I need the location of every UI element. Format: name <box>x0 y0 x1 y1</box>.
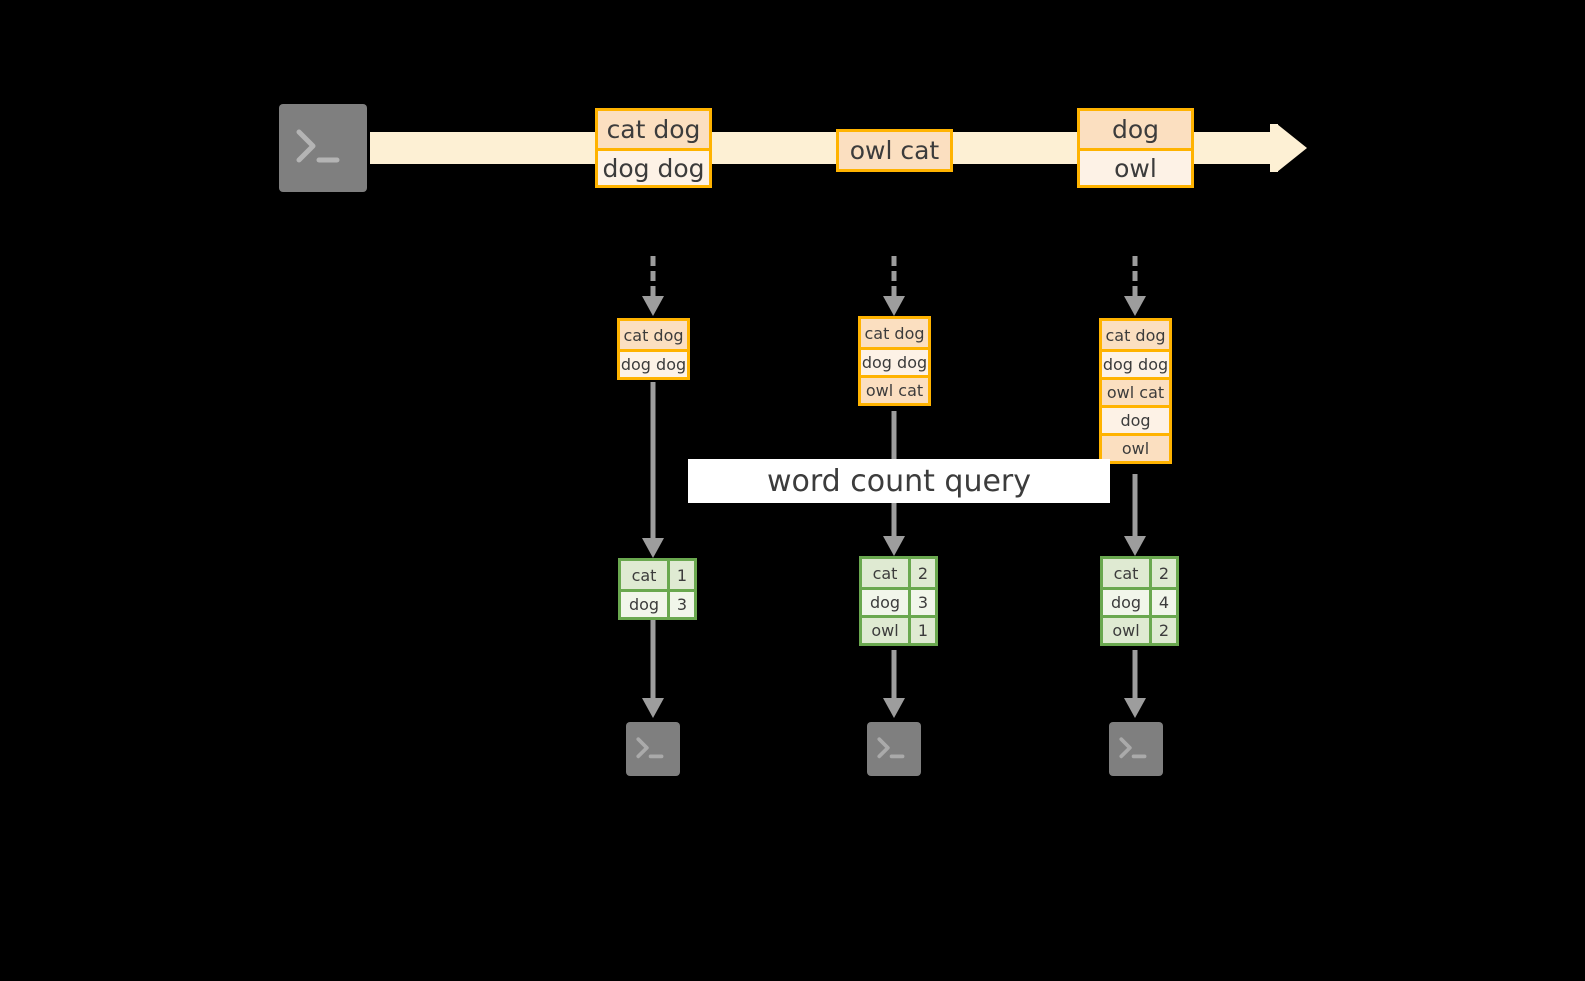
terminal-prompt-icon <box>1109 722 1163 776</box>
result-count: 2 <box>1149 618 1176 643</box>
result-row: cat 2 <box>862 559 935 587</box>
result-count: 3 <box>667 592 694 617</box>
result-table-3: cat 2 dog 4 owl 2 <box>1100 556 1179 646</box>
snapshot-row: dog dog <box>1102 349 1169 377</box>
stream-event-group-3: dog owl <box>1077 108 1194 188</box>
snapshot-row: cat dog <box>1102 321 1169 349</box>
snapshot-row: owl cat <box>1102 377 1169 405</box>
result-row: cat 2 <box>1103 559 1176 587</box>
result-word: cat <box>862 559 908 587</box>
result-word: dog <box>1103 590 1149 615</box>
source-terminal-icon <box>271 96 375 200</box>
snapshot-table-2: cat dog dog dog owl cat <box>858 316 931 406</box>
stream-event-line: cat dog <box>598 111 709 148</box>
result-to-sink-arrow-2 <box>881 650 907 718</box>
stream-event-group-2: owl cat <box>836 129 953 172</box>
snapshot-row: dog <box>1102 405 1169 433</box>
snapshot-row: owl <box>1102 433 1169 461</box>
result-count: 3 <box>908 590 935 615</box>
result-word: owl <box>1103 618 1149 643</box>
result-row: owl 2 <box>1103 615 1176 643</box>
result-word: cat <box>621 561 667 589</box>
result-row: dog 3 <box>862 587 935 615</box>
result-row: owl 1 <box>862 615 935 643</box>
result-word: dog <box>621 592 667 617</box>
snapshot-row: owl cat <box>861 375 928 403</box>
snapshot-table-3: cat dog dog dog owl cat dog owl <box>1099 318 1172 464</box>
result-word: owl <box>862 618 908 643</box>
snapshot-row: dog dog <box>620 349 687 377</box>
sink-terminal-2 <box>861 716 927 782</box>
stream-to-snapshot-arrow-2 <box>881 256 907 318</box>
result-count: 2 <box>908 559 935 587</box>
sink-terminal-3 <box>1103 716 1169 782</box>
stream-to-snapshot-arrow-3 <box>1122 256 1148 318</box>
snapshot-row: cat dog <box>620 321 687 349</box>
stream-arrow-shoulder <box>1270 124 1278 172</box>
stream-event-line: dog dog <box>598 148 709 185</box>
stream-event-line: owl cat <box>839 132 950 169</box>
result-table-1: cat 1 dog 3 <box>618 558 697 620</box>
stream-event-line: dog <box>1080 111 1191 148</box>
result-count: 1 <box>667 561 694 589</box>
result-to-sink-arrow-1 <box>640 620 666 718</box>
result-count: 1 <box>908 618 935 643</box>
result-count: 2 <box>1149 559 1176 587</box>
terminal-prompt-icon <box>867 722 921 776</box>
sink-terminal-1 <box>620 716 686 782</box>
snapshot-table-1: cat dog dog dog <box>617 318 690 380</box>
result-word: cat <box>1103 559 1149 587</box>
result-to-sink-arrow-3 <box>1122 650 1148 718</box>
stream-to-snapshot-arrow-1 <box>640 256 666 318</box>
query-label: word count query <box>688 459 1110 503</box>
snapshot-row: dog dog <box>861 347 928 375</box>
snapshot-row: cat dog <box>861 319 928 347</box>
snapshot-to-result-arrow-3 <box>1122 474 1148 556</box>
right-arrow-icon <box>1277 124 1307 172</box>
result-row: dog 3 <box>621 589 694 617</box>
snapshot-to-result-arrow-1 <box>640 382 666 558</box>
result-word: dog <box>862 590 908 615</box>
stream-event-group-1: cat dog dog dog <box>595 108 712 188</box>
result-count: 4 <box>1149 590 1176 615</box>
result-row: dog 4 <box>1103 587 1176 615</box>
result-row: cat 1 <box>621 561 694 589</box>
terminal-prompt-icon <box>626 722 680 776</box>
terminal-prompt-icon <box>279 104 367 192</box>
stream-event-line: owl <box>1080 148 1191 185</box>
result-table-2: cat 2 dog 3 owl 1 <box>859 556 938 646</box>
